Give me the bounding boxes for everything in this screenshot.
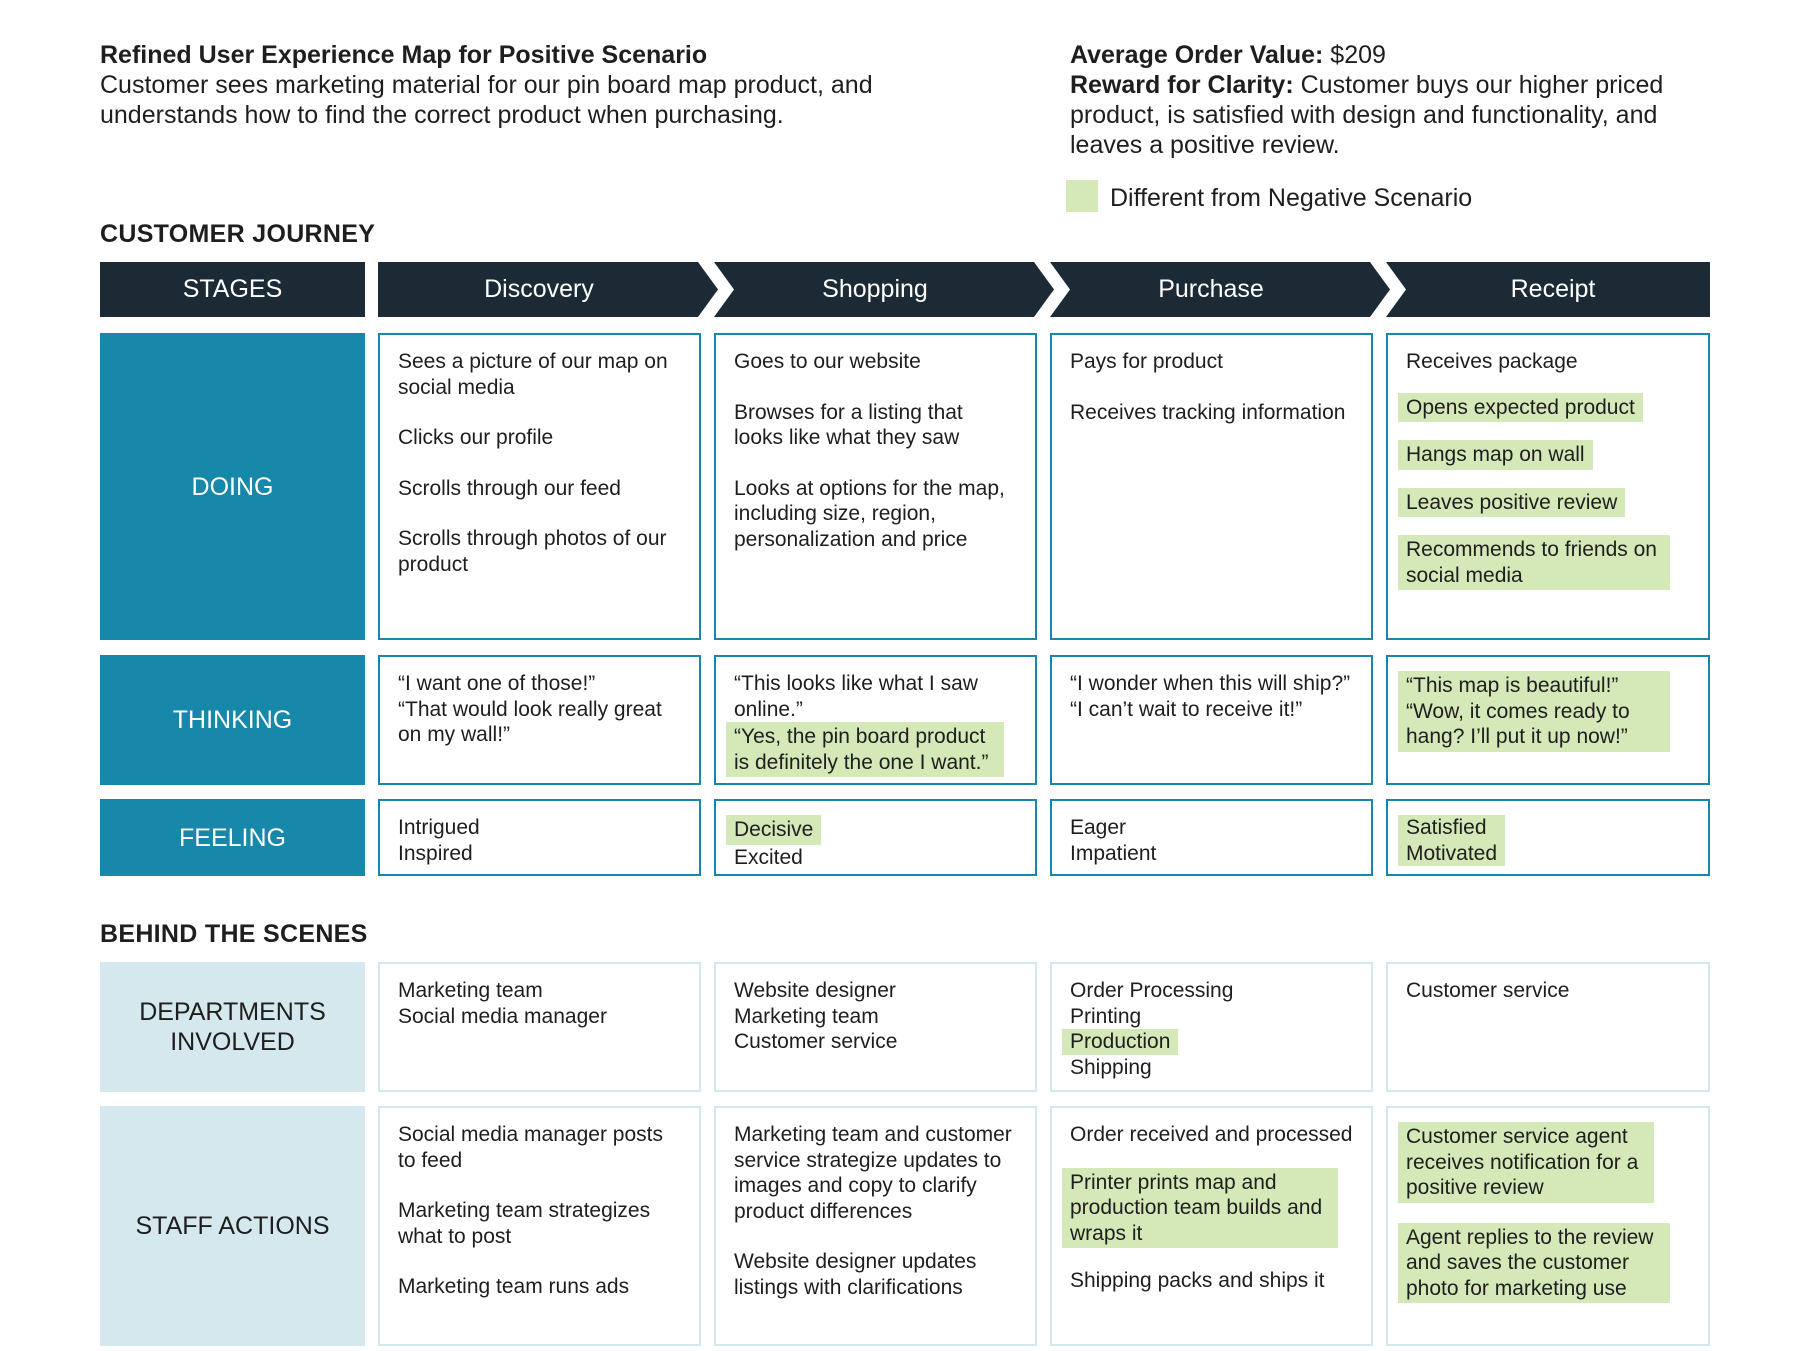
list-item: Receives tracking information — [1070, 400, 1346, 424]
list-item: Marketing team — [398, 979, 543, 1002]
list-item: “I can’t wait to receive it!” — [1070, 697, 1303, 721]
highlighted-item: Agent replies to the review and saves th… — [1398, 1222, 1670, 1303]
stage-discovery: Discovery — [484, 275, 594, 303]
row-label-staff-actions: STAFF ACTIONS — [100, 1106, 365, 1346]
list-item: Impatient — [1070, 841, 1157, 865]
list-item: Scrolls through our feed — [398, 476, 621, 500]
list-item: Sees a picture of our map on social medi… — [398, 350, 668, 399]
list-item: Marketing team strategizes what to post — [398, 1199, 651, 1248]
row-label-doing: DOING — [100, 333, 365, 640]
reward-label: Reward for Clarity: — [1070, 71, 1294, 99]
thinking-discovery: “I want one of those!” “That would look … — [378, 655, 701, 785]
highlighted-item: Hangs map on wall — [1398, 440, 1593, 470]
list-item: Customer service — [1406, 979, 1570, 1002]
reward-for-clarity: Reward for Clarity: Customer buys our hi… — [1070, 70, 1710, 160]
thinking-shopping: “This looks like what I saw online.” “Ye… — [714, 655, 1037, 785]
feeling-discovery: Intrigued Inspired — [378, 799, 701, 876]
list-item: Satisfied — [1406, 816, 1487, 839]
aov-label: Average Order Value: — [1070, 41, 1324, 69]
list-item: Inspired — [398, 841, 473, 865]
reward-text: Customer buys our higher priced product,… — [1070, 71, 1664, 159]
doing-purchase: Pays for product Receives tracking infor… — [1050, 333, 1373, 640]
highlighted-quote-block: “This map is beautiful!” “Wow, it comes … — [1398, 671, 1670, 752]
staff-purchase: Order received and processed Printer pri… — [1050, 1106, 1373, 1346]
legend-swatch — [1066, 180, 1098, 212]
highlighted-item: Leaves positive review — [1398, 487, 1626, 517]
doing-discovery: Sees a picture of our map on social medi… — [378, 333, 701, 640]
list-item: “This map is beautiful!” — [1406, 674, 1619, 697]
feeling-shopping: Decisive Excited — [714, 799, 1037, 876]
list-item: Eager — [1070, 816, 1127, 839]
list-item: Browses for a listing that looks like wh… — [734, 400, 963, 450]
highlighted-item: Production — [1062, 1029, 1179, 1055]
list-item: Goes to our website — [734, 350, 921, 373]
highlighted-item: Recommends to friends on social media — [1398, 535, 1670, 590]
highlighted-item: Opens expected product — [1398, 392, 1643, 422]
stage-arrow-purchase — [1050, 262, 1390, 317]
row-label-thinking: THINKING — [100, 655, 365, 785]
page-title: Refined User Experience Map for Positive… — [100, 41, 708, 69]
behind-the-scenes-title: BEHIND THE SCENES — [100, 920, 368, 948]
feeling-receipt: Satisfied Motivated — [1386, 799, 1710, 876]
scenario-description: Customer sees marketing material for our… — [100, 71, 873, 129]
list-item: Marketing team — [734, 1004, 879, 1028]
list-item: Website designer updates listings with c… — [734, 1250, 977, 1299]
highlighted-item: Decisive — [726, 815, 822, 845]
list-item: Receives package — [1406, 350, 1578, 373]
customer-journey-title: CUSTOMER JOURNEY — [100, 220, 376, 248]
list-item: Social media manager — [398, 1004, 607, 1028]
list-item: Marketing team and customer service stra… — [734, 1123, 1012, 1223]
stage-arrows — [378, 262, 1710, 317]
list-item: Motivated — [1406, 841, 1498, 865]
list-item: Intrigued — [398, 816, 480, 839]
average-order-value: Average Order Value: $209 — [1070, 40, 1710, 70]
stages-label: STAGES — [100, 262, 365, 317]
highlighted-item: Printer prints map and production team b… — [1062, 1167, 1338, 1248]
stage-arrow-discovery — [378, 262, 718, 317]
departments-receipt: Customer service — [1386, 962, 1710, 1092]
list-item: Excited — [734, 845, 803, 869]
thinking-purchase: “I wonder when this will ship?” “I can’t… — [1050, 655, 1373, 785]
list-item: “That would look really great on my wall… — [398, 697, 662, 747]
doing-shopping: Goes to our website Browses for a listin… — [714, 333, 1037, 640]
staff-discovery: Social media manager posts to feed Marke… — [378, 1106, 701, 1346]
list-item: “I wonder when this will ship?” — [1070, 672, 1351, 695]
staff-shopping: Marketing team and customer service stra… — [714, 1106, 1037, 1346]
highlighted-item: “Yes, the pin board product is definitel… — [726, 722, 1004, 777]
highlighted-item: Customer service agent receives notifica… — [1398, 1122, 1654, 1203]
list-item: Printing — [1070, 1004, 1142, 1028]
list-item: Order received and processed — [1070, 1123, 1353, 1146]
list-item: “I want one of those!” — [398, 672, 596, 695]
stage-arrow-receipt — [1386, 262, 1710, 317]
departments-discovery: Marketing team Social media manager — [378, 962, 701, 1092]
row-label-departments: DEPARTMENTS INVOLVED — [100, 962, 365, 1092]
list-item: Customer service — [734, 1030, 898, 1053]
list-item: “This looks like what I saw online.” — [734, 672, 978, 721]
list-item: Shipping packs and ships it — [1070, 1269, 1325, 1292]
legend-label: Different from Negative Scenario — [1110, 184, 1473, 212]
stage-arrow-shopping — [714, 262, 1054, 317]
list-item: Clicks our profile — [398, 426, 554, 449]
stage-shopping: Shopping — [822, 275, 928, 303]
staff-receipt: Customer service agent receives notifica… — [1386, 1106, 1710, 1346]
list-item: Pays for product — [1070, 350, 1223, 373]
highlighted-feeling-block: Satisfied Motivated — [1398, 815, 1506, 866]
list-item: Order Processing — [1070, 979, 1234, 1002]
feeling-purchase: Eager Impatient — [1050, 799, 1373, 876]
thinking-receipt: “This map is beautiful!” “Wow, it comes … — [1386, 655, 1710, 785]
departments-purchase: Order Processing Printing Production Shi… — [1050, 962, 1373, 1092]
list-item: “Wow, it comes ready to hang? I’ll put i… — [1406, 699, 1630, 749]
aov-value: $209 — [1323, 41, 1386, 69]
stage-receipt: Receipt — [1510, 275, 1596, 303]
departments-shopping: Website designer Marketing team Customer… — [714, 962, 1037, 1092]
list-item: Shipping — [1070, 1055, 1152, 1079]
list-item: Looks at options for the map, including … — [734, 476, 1005, 551]
doing-receipt: Receives package Opens expected product … — [1386, 333, 1710, 640]
stage-purchase: Purchase — [1158, 275, 1264, 303]
list-item: Website designer — [734, 979, 896, 1002]
list-item: Marketing team runs ads — [398, 1275, 630, 1298]
row-label-feeling: FEELING — [100, 799, 365, 876]
list-item: Scrolls through photos of our product — [398, 527, 667, 576]
list-item: Social media manager posts to feed — [398, 1123, 663, 1172]
